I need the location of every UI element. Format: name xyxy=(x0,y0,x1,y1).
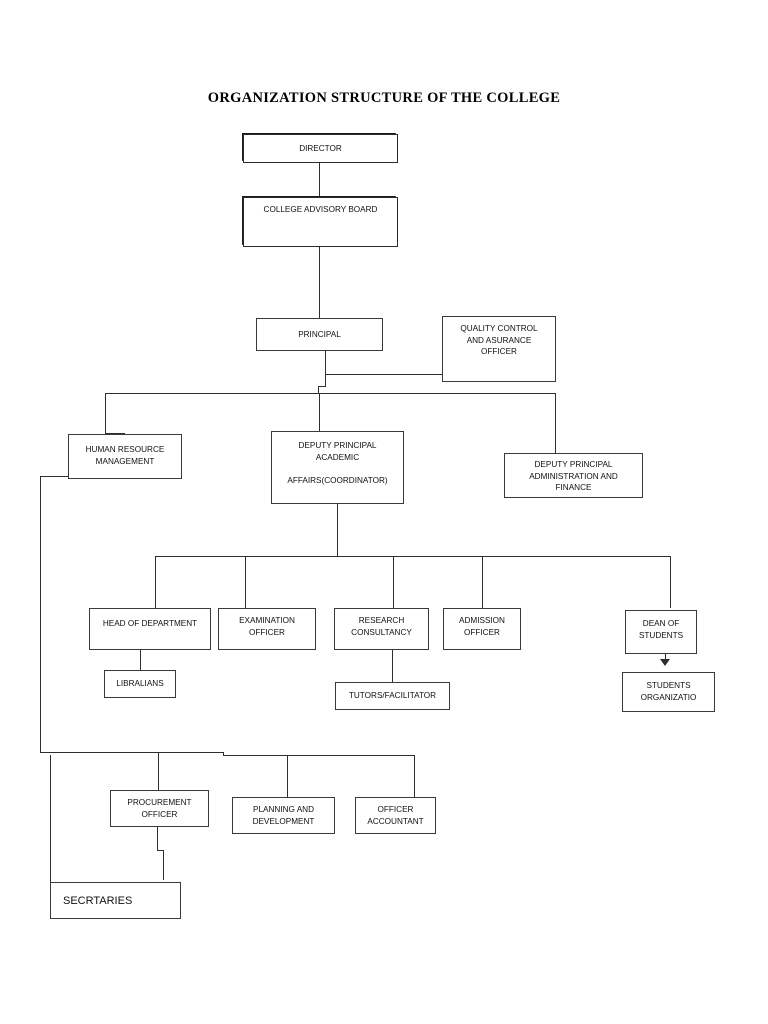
node-quality-control-officer-label: QUALITY CONTROL AND ASURANCE OFFICER xyxy=(460,324,538,356)
connector-bus-drop-examination xyxy=(245,556,246,608)
node-quality-control-officer[interactable]: QUALITY CONTROL AND ASURANCE OFFICER xyxy=(442,316,556,382)
connector-hod-to-libralians xyxy=(140,650,141,670)
node-director[interactable]: DIRECTOR xyxy=(243,134,398,163)
node-research-consultancy[interactable]: RESEARCH CONSULTANCY xyxy=(334,608,429,650)
connector-principal-jog-vertical xyxy=(325,374,326,386)
node-head-of-department[interactable]: HEAD OF DEPARTMENT xyxy=(89,608,211,650)
node-principal-label: PRINCIPAL xyxy=(298,329,341,339)
connector-dp-academic-stub xyxy=(337,504,338,556)
connector-principal-jog-horizontal xyxy=(318,386,326,387)
node-admission-officer-label: ADMISSION OFFICER xyxy=(459,616,505,637)
node-students-organization[interactable]: STUDENTS ORGANIZATIO xyxy=(622,672,715,712)
connector-bus-down-to-secretaries xyxy=(50,755,51,882)
connector-bus-drop-dean xyxy=(670,556,671,608)
node-planning-and-development[interactable]: PLANNING AND DEVELOPMENT xyxy=(232,797,335,834)
connector-level5-bus xyxy=(155,556,670,557)
node-director-label: DIRECTOR xyxy=(299,143,342,153)
node-students-organization-label: STUDENTS ORGANIZATIO xyxy=(640,681,697,702)
node-officer-accountant-label: OFFICER ACCOUNTANT xyxy=(367,805,424,826)
node-admission-officer[interactable]: ADMISSION OFFICER xyxy=(443,608,521,650)
connector-bus-drop-dp-academic xyxy=(319,393,320,431)
connector-dean-to-students-org xyxy=(665,654,666,663)
node-deputy-principal-academic-label: DEPUTY PRINCIPAL ACADEMIC AFFAIRS(COORDI… xyxy=(287,441,388,485)
connector-level4-bus xyxy=(105,393,555,394)
node-human-resource-management-label: HUMAN RESOURCE MANAGEMENT xyxy=(85,445,165,466)
arrowhead-dean-to-students-org xyxy=(660,659,670,666)
connector-bottom-bus-left xyxy=(40,752,223,753)
node-dean-of-students-label: DEAN OF STUDENTS xyxy=(638,619,684,640)
connector-bus-drop-hrm xyxy=(105,393,106,434)
node-libralians[interactable]: LIBRALIANS xyxy=(104,670,176,698)
node-deputy-principal-administration[interactable]: DEPUTY PRINCIPAL ADMINISTRATION AND FINA… xyxy=(504,453,643,498)
connector-bus-drop-planning xyxy=(287,755,288,797)
connector-bus-drop-hod xyxy=(155,556,156,608)
node-college-advisory-board[interactable]: COLLEGE ADVISORY BOARD xyxy=(243,197,398,247)
connector-bus-to-hrm xyxy=(105,433,125,434)
node-libralians-label: LIBRALIANS xyxy=(116,679,164,688)
connector-procurement-down xyxy=(157,827,158,850)
node-principal[interactable]: PRINCIPAL xyxy=(256,318,383,351)
node-college-advisory-board-label: COLLEGE ADVISORY BOARD xyxy=(263,205,378,214)
connector-research-to-tutors xyxy=(392,650,393,682)
connector-hrm-left-exit xyxy=(40,476,68,477)
node-tutors-facilitator-label: TUTORS/FACILITATOR xyxy=(348,691,437,700)
connector-bus-drop-admission xyxy=(482,556,483,608)
node-dean-of-students[interactable]: DEAN OF STUDENTS xyxy=(625,610,697,654)
node-officer-accountant[interactable]: OFFICER ACCOUNTANT xyxy=(355,797,436,834)
connector-director-to-advisory-board xyxy=(319,163,320,197)
node-research-consultancy-label: RESEARCH CONSULTANCY xyxy=(351,616,412,637)
connector-bottom-bus-jog xyxy=(223,752,224,756)
node-examination-officer[interactable]: EXAMINATION OFFICER xyxy=(218,608,316,650)
connector-principal-to-quality xyxy=(325,374,442,375)
connector-bus-drop-dp-admin xyxy=(555,393,556,453)
node-secretaries[interactable]: SECRTARIES xyxy=(50,882,181,919)
node-procurement-officer[interactable]: PROCUREMENT OFFICER xyxy=(110,790,209,827)
connector-bus-drop-research xyxy=(393,556,394,608)
node-deputy-principal-administration-label: DEPUTY PRINCIPAL ADMINISTRATION AND FINA… xyxy=(529,460,618,492)
connector-procurement-jog xyxy=(157,850,164,851)
connector-bus-drop-procurement xyxy=(158,752,159,790)
connector-principal-stub xyxy=(325,351,326,374)
node-head-of-department-label: HEAD OF DEPARTMENT xyxy=(102,619,198,628)
node-human-resource-management[interactable]: HUMAN RESOURCE MANAGEMENT xyxy=(68,434,182,479)
connector-principal-to-bus xyxy=(318,386,319,394)
node-secretaries-label: SECRTARIES xyxy=(63,894,133,907)
node-tutors-facilitator[interactable]: TUTORS/FACILITATOR xyxy=(335,682,450,710)
node-examination-officer-label: EXAMINATION OFFICER xyxy=(239,616,295,637)
node-procurement-officer-label: PROCUREMENT OFFICER xyxy=(127,798,192,819)
connector-bus-drop-accountant xyxy=(414,755,415,797)
page-title: ORGANIZATION STRUCTURE OF THE COLLEGE xyxy=(207,90,561,106)
node-planning-and-development-label: PLANNING AND DEVELOPMENT xyxy=(252,805,315,826)
connector-hrm-down-long xyxy=(40,476,41,752)
node-deputy-principal-academic[interactable]: DEPUTY PRINCIPAL ACADEMIC AFFAIRS(COORDI… xyxy=(271,431,404,504)
connector-procurement-down-lower xyxy=(163,850,164,880)
connector-advisory-board-to-principal xyxy=(319,247,320,319)
connector-bottom-bus-right xyxy=(223,755,415,756)
